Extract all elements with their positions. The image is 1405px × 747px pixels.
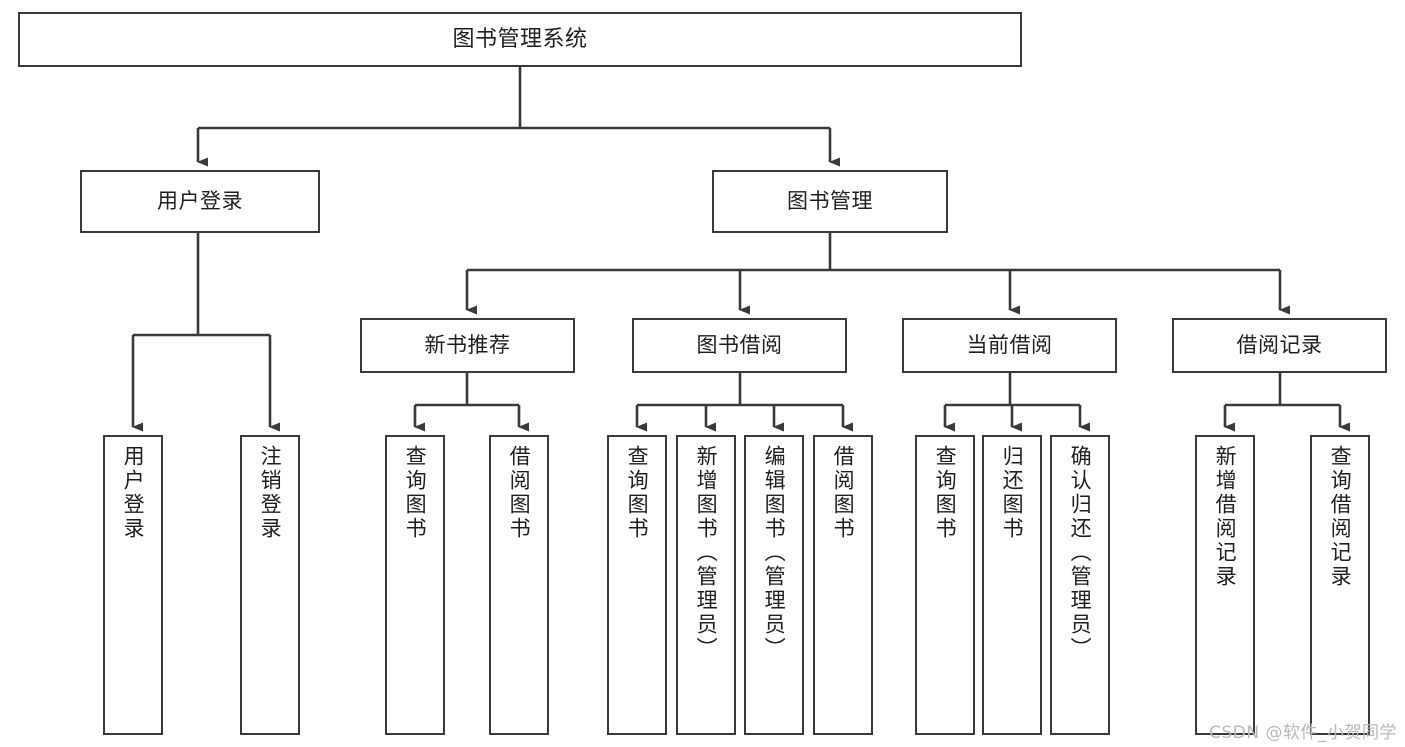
leaf-add-record-label: 新增借阅记录 <box>1213 445 1238 589</box>
node-new-book-recommend-label: 新书推荐 <box>424 333 511 358</box>
node-user-login[interactable]: 用户登录 <box>80 170 320 233</box>
leaf-add-book-label: 新增图书（管理员） <box>694 445 719 661</box>
node-book-borrow-label: 图书借阅 <box>696 333 783 358</box>
leaf-borrow-book-1-label: 借阅图书 <box>507 445 532 541</box>
leaf-query-book-2-label: 查询图书 <box>625 445 650 541</box>
leaf-borrow-book-2[interactable]: 借阅图书 <box>813 435 873 735</box>
leaf-return-book-label: 归还图书 <box>1000 445 1025 541</box>
leaf-user-logout[interactable]: 注销登录 <box>240 435 300 735</box>
node-current-borrow[interactable]: 当前借阅 <box>902 318 1117 373</box>
leaf-return-book[interactable]: 归还图书 <box>982 435 1042 735</box>
leaf-confirm-return[interactable]: 确认归还（管理员） <box>1050 435 1110 735</box>
node-book-manage-label: 图书管理 <box>787 189 873 214</box>
leaf-query-book-3-label: 查询图书 <box>933 445 958 541</box>
csdn-watermark: CSDN @软件_小贺同学 <box>1209 723 1397 743</box>
leaf-user-login[interactable]: 用户登录 <box>103 435 163 735</box>
leaf-borrow-book-1[interactable]: 借阅图书 <box>489 435 549 735</box>
node-borrow-record-label: 借阅记录 <box>1236 333 1323 358</box>
node-root-label: 图书管理系统 <box>452 26 588 52</box>
node-current-borrow-label: 当前借阅 <box>966 333 1053 358</box>
node-user-login-label: 用户登录 <box>157 189 243 214</box>
leaf-query-book-1[interactable]: 查询图书 <box>385 435 445 735</box>
node-book-manage[interactable]: 图书管理 <box>712 170 948 233</box>
leaf-borrow-book-2-label: 借阅图书 <box>831 445 856 541</box>
node-new-book-recommend[interactable]: 新书推荐 <box>360 318 575 373</box>
leaf-edit-book-label: 编辑图书（管理员） <box>762 445 787 661</box>
leaf-edit-book[interactable]: 编辑图书（管理员） <box>744 435 804 735</box>
leaf-add-record[interactable]: 新增借阅记录 <box>1195 435 1255 735</box>
node-root[interactable]: 图书管理系统 <box>18 12 1022 67</box>
leaf-user-login-label: 用户登录 <box>121 445 146 541</box>
leaf-confirm-return-label: 确认归还（管理员） <box>1068 445 1093 661</box>
leaf-add-book[interactable]: 新增图书（管理员） <box>676 435 736 735</box>
leaf-user-logout-label: 注销登录 <box>258 445 283 541</box>
leaf-query-book-3[interactable]: 查询图书 <box>915 435 975 735</box>
leaf-query-record-label: 查询借阅记录 <box>1328 445 1353 589</box>
leaf-query-record[interactable]: 查询借阅记录 <box>1310 435 1370 735</box>
node-book-borrow[interactable]: 图书借阅 <box>632 318 847 373</box>
leaf-query-book-1-label: 查询图书 <box>403 445 428 541</box>
leaf-query-book-2[interactable]: 查询图书 <box>607 435 667 735</box>
node-borrow-record[interactable]: 借阅记录 <box>1172 318 1387 373</box>
